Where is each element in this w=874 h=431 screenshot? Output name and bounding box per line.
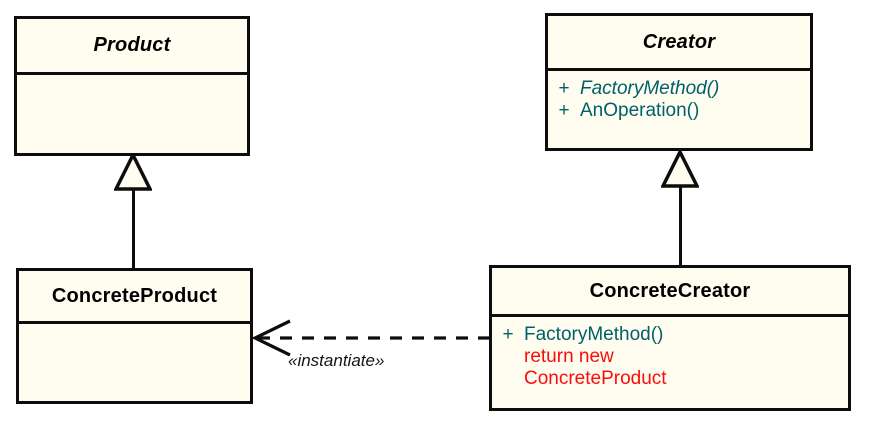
class-title-creator: Creator bbox=[642, 30, 716, 53]
member-visibility: + bbox=[558, 100, 570, 121]
member-signature: ConcreteProduct bbox=[524, 368, 667, 389]
class-members-product bbox=[17, 75, 247, 156]
class-title-product: Product bbox=[93, 34, 171, 56]
class-box-creator[interactable]: Creator + FactoryMethod() + AnOperation(… bbox=[545, 13, 813, 151]
generalization-line-product bbox=[132, 188, 135, 269]
class-title-concrete-creator: ConcreteCreator bbox=[589, 279, 751, 302]
member-row: return new bbox=[492, 346, 848, 368]
dependency-label-instantiate: «instantiate» bbox=[288, 351, 385, 370]
generalization-line-creator bbox=[679, 186, 682, 267]
member-signature: FactoryMethod() bbox=[524, 324, 664, 345]
class-divider-product bbox=[17, 72, 247, 75]
dependency-arrow-instantiate bbox=[251, 318, 492, 360]
class-divider-concrete-creator bbox=[492, 314, 848, 317]
member-signature: return new bbox=[524, 346, 614, 367]
class-divider-concrete-product bbox=[19, 321, 250, 324]
class-box-concrete-creator[interactable]: ConcreteCreator + FactoryMethod() return… bbox=[489, 265, 851, 411]
class-title-concrete-product: ConcreteProduct bbox=[51, 284, 218, 307]
class-box-concrete-product[interactable]: ConcreteProduct bbox=[16, 268, 253, 404]
member-row: + FactoryMethod() bbox=[492, 324, 848, 346]
member-visibility: + bbox=[558, 78, 570, 99]
member-row: ConcreteProduct bbox=[492, 368, 848, 390]
member-signature: AnOperation() bbox=[580, 100, 700, 121]
class-members-creator: + FactoryMethod() + AnOperation() bbox=[548, 71, 810, 151]
class-box-product[interactable]: Product bbox=[14, 16, 250, 156]
member-row: + AnOperation() bbox=[548, 100, 810, 122]
member-signature: FactoryMethod() bbox=[580, 78, 720, 99]
member-row: + FactoryMethod() bbox=[548, 78, 810, 100]
member-visibility: + bbox=[502, 324, 514, 345]
class-members-concrete-creator: + FactoryMethod() return new ConcretePro… bbox=[492, 317, 848, 411]
class-divider-creator bbox=[548, 68, 810, 71]
class-members-concrete-product bbox=[19, 324, 250, 404]
